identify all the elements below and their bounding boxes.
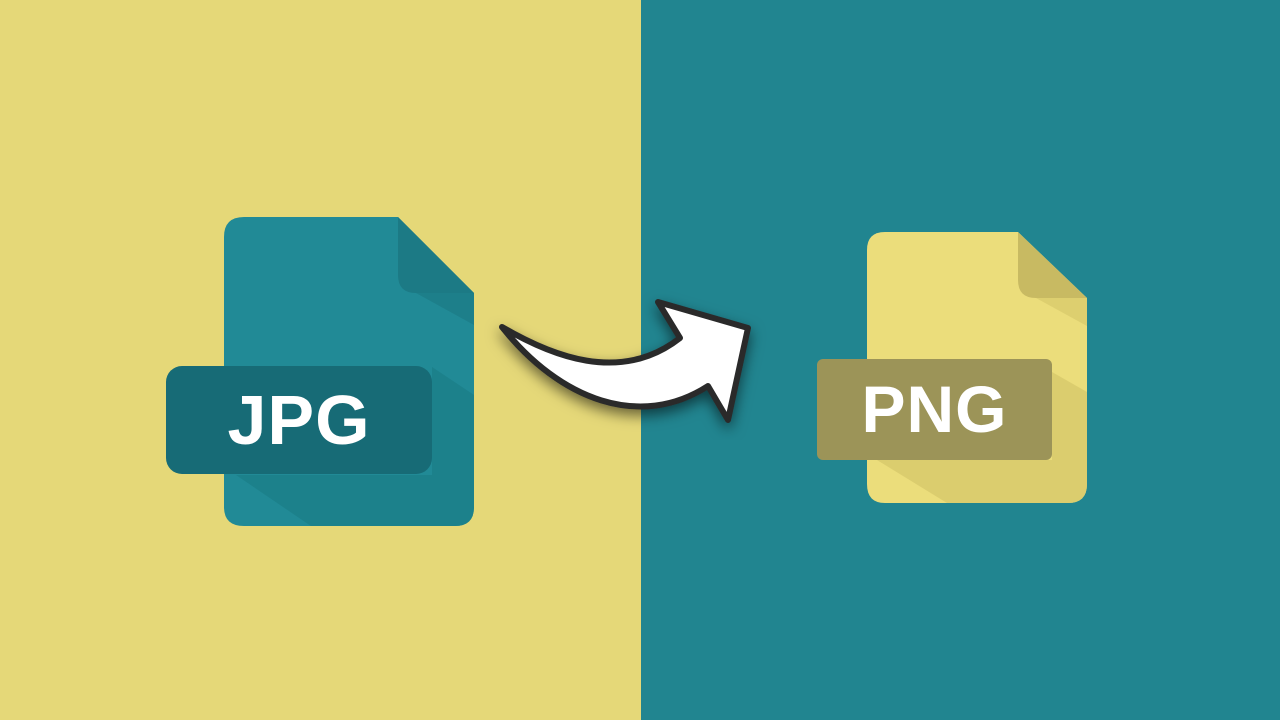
curved-arrow-icon	[499, 299, 751, 423]
png-file-icon	[817, 232, 1087, 503]
jpg-file-icon	[166, 217, 474, 526]
jpg-format-label: JPG	[227, 381, 371, 459]
png-format-label: PNG	[861, 372, 1008, 446]
